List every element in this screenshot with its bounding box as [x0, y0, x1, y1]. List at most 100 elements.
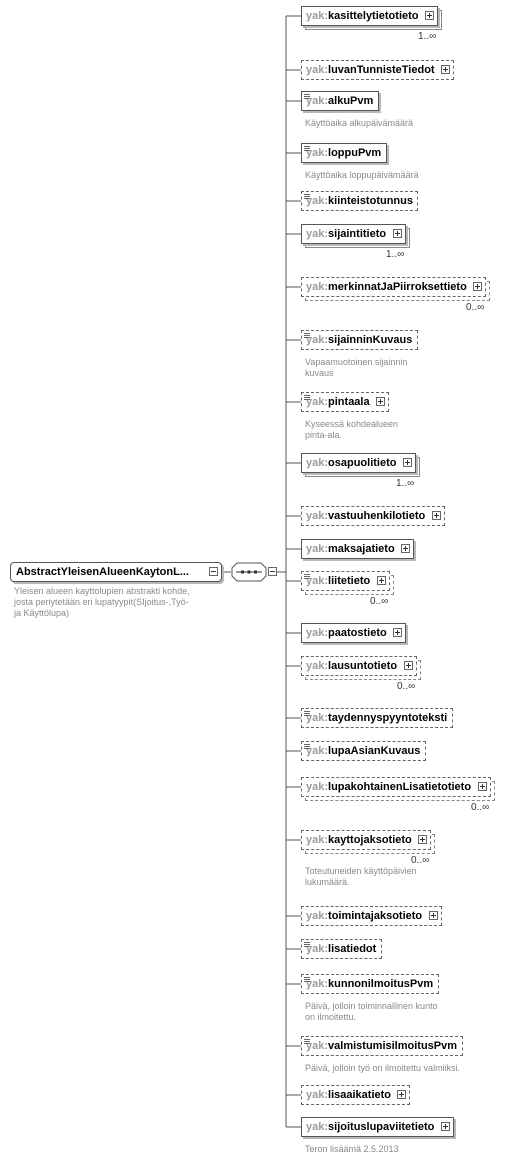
- namespace-prefix: yak:: [306, 575, 329, 587]
- element-osapuolitieto[interactable]: yak:osapuolitieto: [301, 453, 420, 477]
- documentation-icon: [304, 146, 310, 151]
- element-label: toimintajaksotieto: [328, 910, 423, 922]
- namespace-prefix: yak:: [306, 943, 329, 955]
- expand-icon[interactable]: [425, 11, 434, 20]
- element-label: lisaaikatieto: [328, 1089, 392, 1101]
- element-toimintajaksotieto[interactable]: yak:toimintajaksotieto: [301, 906, 442, 926]
- element-label: lausuntotieto: [328, 660, 398, 672]
- expand-icon[interactable]: [441, 65, 450, 74]
- expand-icon[interactable]: [418, 835, 427, 844]
- expand-icon[interactable]: [441, 1122, 450, 1131]
- annotation-line: Teron lisäämä 2.5.2013: [305, 1144, 399, 1154]
- element-kiinteistotunnus[interactable]: yak:kiinteistotunnus: [301, 191, 418, 211]
- namespace-prefix: yak:: [306, 1040, 329, 1052]
- sequence-collapse-icon[interactable]: [268, 567, 277, 576]
- element-annotation: Päivä, jolloin työ on ilmoitettu valmiik…: [305, 1063, 460, 1074]
- element-label: lisatiedot: [328, 943, 377, 955]
- namespace-prefix: yak:: [306, 627, 329, 639]
- element-luvanTunnisteTiedot[interactable]: yak:luvanTunnisteTiedot: [301, 60, 454, 80]
- namespace-prefix: yak:: [306, 281, 329, 293]
- namespace-prefix: yak:: [306, 64, 329, 76]
- annotation-line: kuvaus: [305, 368, 334, 378]
- namespace-prefix: yak:: [306, 1121, 329, 1133]
- element-sijoituslupaviitetieto[interactable]: yak:sijoituslupaviitetieto: [301, 1117, 454, 1137]
- expand-icon[interactable]: [404, 661, 413, 670]
- element-label: valmistumisilmoitusPvm: [328, 1040, 458, 1052]
- documentation-icon: [304, 977, 310, 982]
- element-lausuntotieto[interactable]: yak:lausuntotieto: [301, 656, 421, 680]
- expand-icon[interactable]: [429, 911, 438, 920]
- namespace-prefix: yak:: [306, 712, 329, 724]
- cardinality-label: 1..∞: [418, 31, 437, 42]
- element-lisatiedot[interactable]: yak:lisatiedot: [301, 939, 382, 959]
- element-label: vastuuhenkilotieto: [328, 510, 426, 522]
- element-kayttojaksotieto[interactable]: yak:kayttojaksotieto: [301, 830, 435, 854]
- expand-icon[interactable]: [393, 628, 402, 637]
- element-label: sijainninKuvaus: [328, 334, 413, 346]
- cardinality-label: 0..∞: [466, 302, 485, 313]
- expand-icon[interactable]: [401, 544, 410, 553]
- expand-icon[interactable]: [432, 511, 441, 520]
- element-paatostieto[interactable]: yak:paatostieto: [301, 623, 406, 643]
- element-kasittelytietotieto[interactable]: yak:kasittelytietotieto: [301, 6, 442, 30]
- expand-icon[interactable]: [397, 1090, 406, 1099]
- expand-icon[interactable]: [473, 282, 482, 291]
- cardinality-label: 1..∞: [386, 249, 405, 260]
- element-kunnonilmoitusPvm[interactable]: yak:kunnonilmoitusPvm: [301, 974, 439, 994]
- element-label: kasittelytietotieto: [328, 10, 419, 22]
- element-label: paatostieto: [328, 627, 387, 639]
- annotation-line: Käyttöaika loppupäivämäärä: [305, 170, 419, 180]
- namespace-prefix: yak:: [306, 10, 329, 22]
- annotation-line: Käyttöaika alkupäivämäärä: [305, 118, 414, 128]
- namespace-prefix: yak:: [306, 1089, 329, 1101]
- namespace-prefix: yak:: [306, 978, 329, 990]
- cardinality-label: 1..∞: [396, 478, 415, 489]
- expand-icon[interactable]: [403, 458, 412, 467]
- element-label: lupakohtainenLisatietotieto: [328, 781, 472, 793]
- namespace-prefix: yak:: [306, 396, 329, 408]
- namespace-prefix: yak:: [306, 334, 329, 346]
- element-label: pintaala: [328, 396, 370, 408]
- annotation-line: Kyseessä kohdealueen: [305, 419, 399, 429]
- element-vastuuhenkilotieto[interactable]: yak:vastuuhenkilotieto: [301, 506, 445, 526]
- element-label: alkuPvm: [328, 95, 374, 107]
- element-lisaaikatieto[interactable]: yak:lisaaikatieto: [301, 1085, 410, 1105]
- element-pintaala[interactable]: yak:pintaala: [301, 392, 389, 412]
- expand-icon[interactable]: [376, 397, 385, 406]
- namespace-prefix: yak:: [306, 745, 329, 757]
- collapse-icon[interactable]: [209, 567, 218, 576]
- annotation-line: lukumäärä.: [305, 877, 350, 887]
- sequence-compositor-icon[interactable]: [231, 562, 267, 582]
- element-valmistumisilmoitusPvm[interactable]: yak:valmistumisilmoitusPvm: [301, 1036, 463, 1056]
- element-lupaAsianKuvaus[interactable]: yak:lupaAsianKuvaus: [301, 741, 426, 761]
- element-annotation: Teron lisäämä 2.5.2013: [305, 1144, 399, 1155]
- element-lupakohtainenLisatietotieto[interactable]: yak:lupakohtainenLisatietotieto: [301, 777, 495, 801]
- element-sijainninKuvaus[interactable]: yak:sijainninKuvaus: [301, 330, 418, 350]
- namespace-prefix: yak:: [306, 660, 329, 672]
- documentation-icon: [304, 942, 310, 947]
- root-element[interactable]: AbstractYleisenAlueenKaytonL...: [10, 562, 222, 582]
- annotation-line: Toteutuneiden käyttöpäivien: [305, 866, 417, 876]
- element-taydennyspyyntoteksti[interactable]: yak:taydennyspyyntoteksti: [301, 708, 453, 728]
- annotation-line: pinta-ala.: [305, 430, 343, 440]
- expand-icon[interactable]: [377, 576, 386, 585]
- namespace-prefix: yak:: [306, 834, 329, 846]
- element-sijaintitieto[interactable]: yak:sijaintitieto: [301, 224, 410, 248]
- annotation-line: on ilmoitettu.: [305, 1012, 357, 1022]
- element-alkuPvm[interactable]: yak:alkuPvm: [301, 91, 379, 111]
- annotation-line: Päivä, jolloin toiminnallinen kunto: [305, 1001, 438, 1011]
- annotation-line: Päivä, jolloin työ on ilmoitettu valmiik…: [305, 1063, 461, 1073]
- namespace-prefix: yak:: [306, 95, 329, 107]
- namespace-prefix: yak:: [306, 457, 329, 469]
- element-liitetieto[interactable]: yak:liitetieto: [301, 571, 394, 595]
- expand-icon[interactable]: [393, 229, 402, 238]
- documentation-icon: [304, 711, 310, 716]
- element-merkinnatJaPiirroksettieto[interactable]: yak:merkinnatJaPiirroksettieto: [301, 277, 490, 301]
- documentation-icon: [304, 333, 310, 338]
- element-loppuPvm[interactable]: yak:loppuPvm: [301, 143, 387, 163]
- expand-icon[interactable]: [478, 782, 487, 791]
- namespace-prefix: yak:: [306, 543, 329, 555]
- element-maksajatieto[interactable]: yak:maksajatieto: [301, 539, 414, 559]
- element-label: lupaAsianKuvaus: [328, 745, 421, 757]
